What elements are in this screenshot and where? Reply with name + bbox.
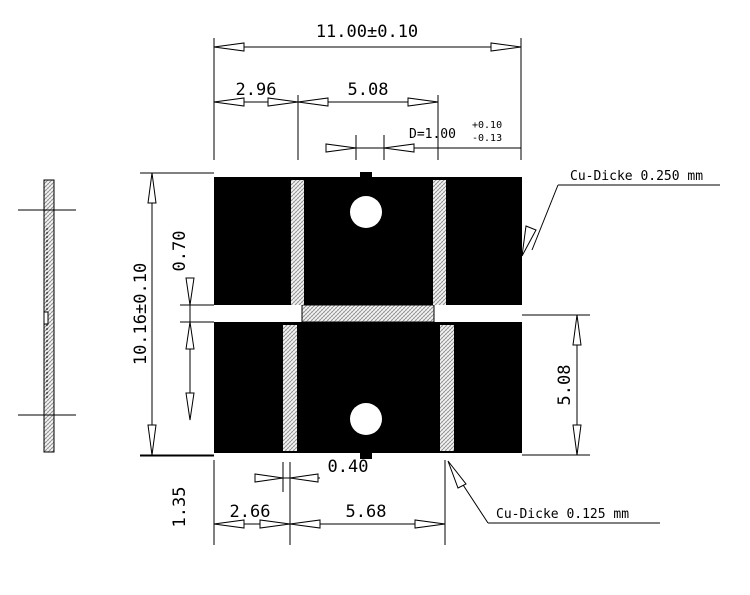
side-view: [18, 179, 76, 453]
conductor-part: [214, 172, 522, 459]
tab-top: [360, 172, 372, 178]
strip-top-right: [433, 180, 446, 305]
dim-bottom-left: 2.66: [230, 502, 271, 522]
hole-top: [350, 196, 382, 228]
dim-bottom-spacing: 5.68: [346, 502, 387, 522]
strip-bottom-left: [283, 325, 297, 451]
dim-hole-tol-lower: -0.13: [472, 133, 502, 144]
dim-overall-height: 10.16±0.10: [131, 263, 151, 365]
bridge: [301, 304, 435, 323]
bottom-dimensions: [140, 455, 446, 545]
strip-top-left: [291, 180, 304, 305]
strip-bottom-right: [440, 325, 454, 451]
left-dimensions: [140, 172, 214, 456]
dim-top-offset: 2.96: [236, 80, 277, 100]
callout-leaders: [447, 184, 720, 524]
dim-top-spacing: 5.08: [348, 80, 389, 100]
dim-right-spacing: 5.08: [555, 365, 575, 406]
dim-overall-width: 11.00±0.10: [316, 22, 418, 42]
dim-gap: 0.70: [170, 231, 190, 272]
callout-top-thickness: Cu-Dicke 0.250 mm: [570, 169, 703, 184]
right-dimensions: [522, 314, 590, 456]
dim-bottom-offset: 1.35: [170, 487, 190, 528]
dim-hole-diameter: D=1.00: [409, 127, 456, 142]
dim-slot-width: 0.40: [328, 457, 369, 477]
dim-hole-tol-upper: +0.10: [472, 120, 502, 131]
callout-bottom-thickness: Cu-Dicke 0.125 mm: [496, 507, 629, 522]
top-dimensions: [213, 38, 522, 160]
hole-bottom: [350, 403, 382, 435]
tab-bottom: [360, 453, 372, 459]
